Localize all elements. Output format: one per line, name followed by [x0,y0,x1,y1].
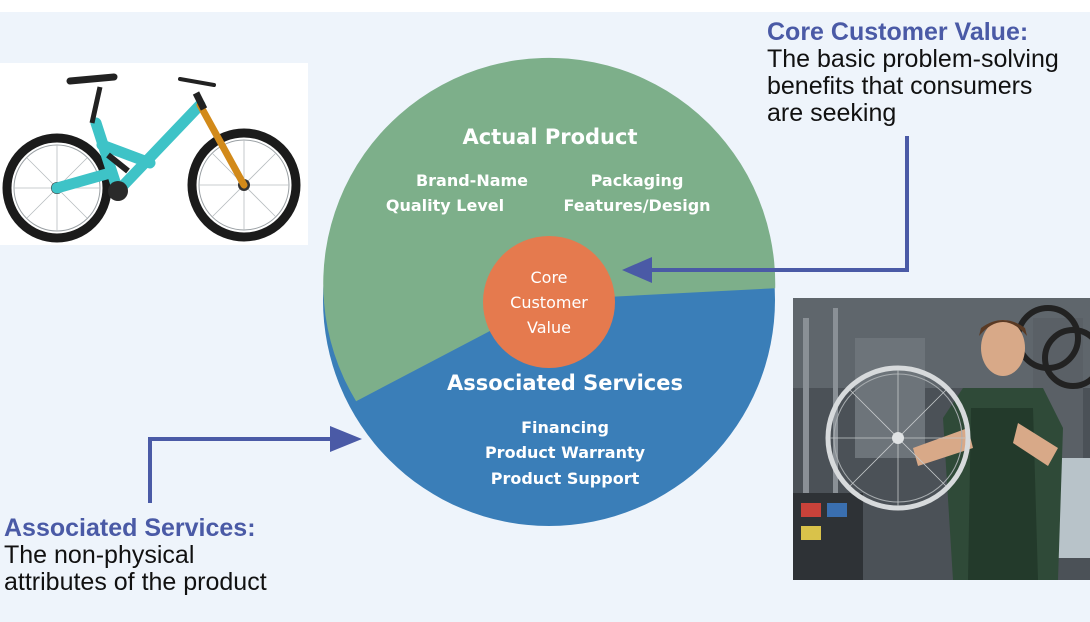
bike-mechanic-image [793,298,1090,580]
associated-services-connector-line [148,437,330,503]
core-label-line-1: Core [530,268,567,287]
arrow-head-right-icon [330,426,362,452]
actual-product-item-brand-name: Brand-Name [416,171,528,190]
core-customer-value-circle [483,236,615,368]
core-customer-value-callout: Core Customer Value: The basic problem-s… [767,19,1089,127]
core-label-line-3: Value [527,318,571,337]
arrow-head-left-icon [622,257,652,283]
actual-product-item-features-design: Features/Design [563,196,710,215]
associated-services-description: The non-physical attributes of the produ… [4,541,267,596]
core-value-connector-line [650,136,909,272]
associated-services-heading: Associated Services: [4,514,256,542]
core-customer-value-heading: Core Customer Value: [767,18,1029,46]
actual-product-title: Actual Product [462,125,637,149]
associated-services-item-product-warranty: Product Warranty [485,443,646,462]
core-customer-value-description: The basic problem-solving benefits that … [767,45,1059,127]
associated-services-item-product-support: Product Support [491,469,640,488]
actual-product-item-quality-level: Quality Level [386,196,504,215]
core-label-line-2: Customer [510,293,588,312]
mountain-bike-image [0,63,308,245]
top-band [0,0,1090,12]
associated-services-title: Associated Services [447,371,683,395]
associated-services-callout: Associated Services: The non-physical at… [4,515,324,596]
actual-product-ring [323,57,776,402]
actual-product-item-packaging: Packaging [591,171,684,190]
associated-services-item-financing: Financing [521,418,609,437]
